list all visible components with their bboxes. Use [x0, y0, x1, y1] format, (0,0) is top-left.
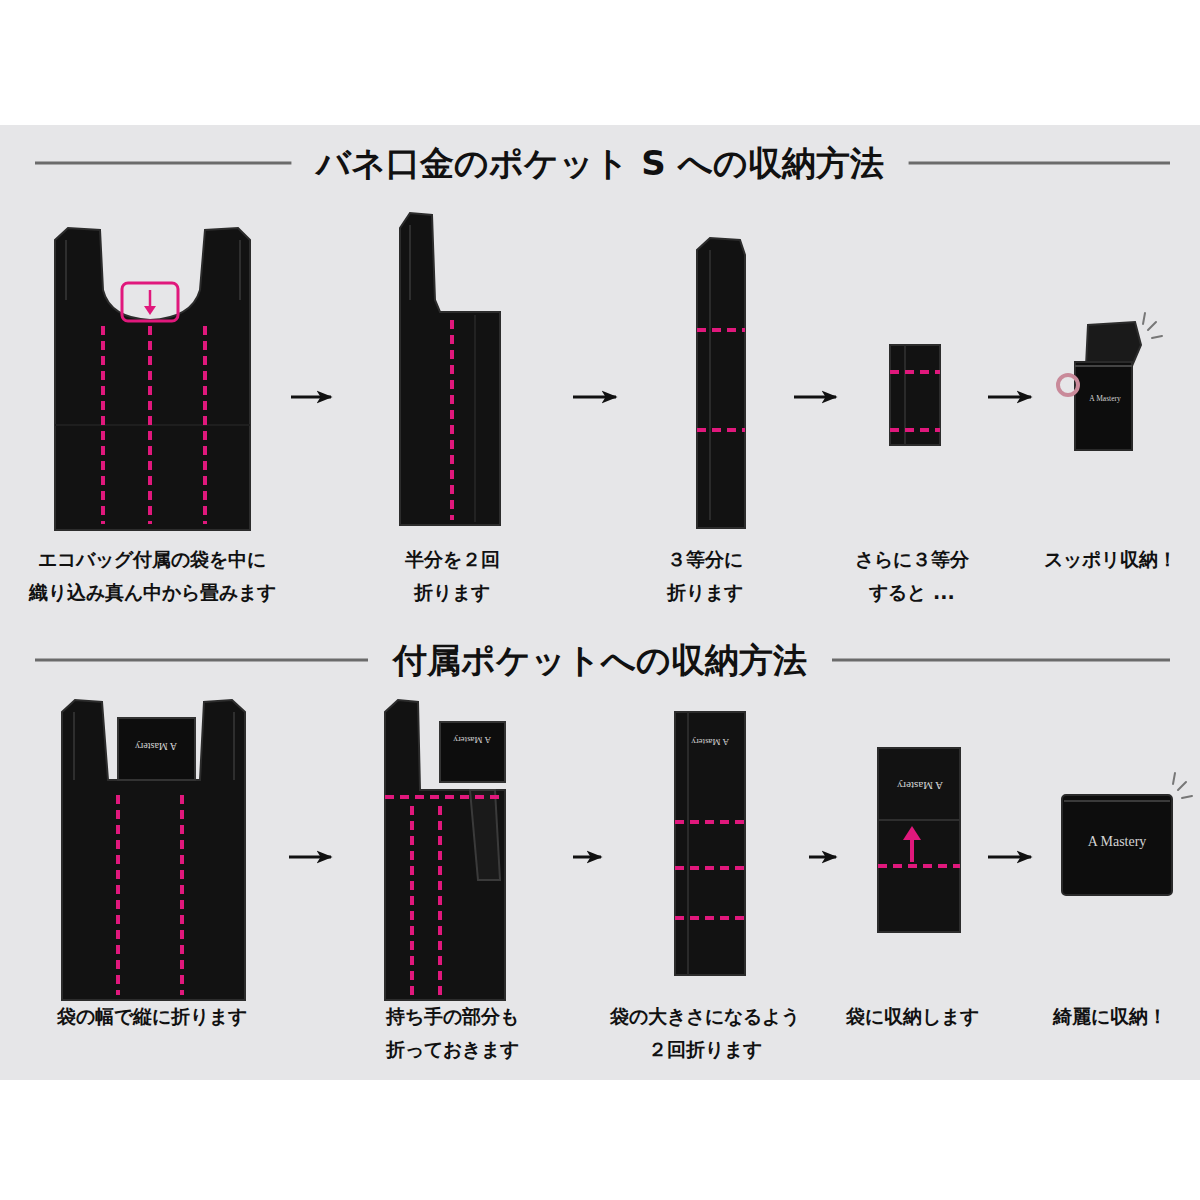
step-panel: 綺麗に収納！ [1035, 692, 1185, 1070]
panel-ground [0, 125, 1200, 1080]
step-caption: 袋に収納します [841, 1000, 984, 1033]
step-arrow [809, 856, 836, 859]
bag-photo [62, 700, 245, 1000]
brand-print: A Mastery [691, 737, 729, 747]
heading-rule [909, 162, 1170, 165]
step-arrow [289, 856, 331, 859]
step-caption: 半分を２回 折ります [400, 543, 505, 609]
pouch-photo [1058, 313, 1162, 450]
step-caption: 袋の幅で縦に折ります [52, 1000, 252, 1033]
step-arrow [573, 856, 601, 859]
step-panel: 袋の大きさになるよう ２回折ります [605, 692, 805, 1070]
bag-photo [890, 345, 940, 445]
brand-print: A Mastery [453, 735, 491, 745]
step-arrow [794, 396, 836, 399]
step-arrow [988, 856, 1031, 859]
step-panel: 袋に収納します [840, 692, 984, 1070]
brand-print: A Mastery [1088, 834, 1147, 850]
section-band: 付属ポケットへの収納方法袋の幅で縦に折ります 持ち手の部分も 折っておきます 袋の大… [0, 632, 1200, 1077]
pouch-photo [1062, 773, 1192, 895]
heading-rule [832, 659, 1170, 662]
step-caption: エコバッグ付属の袋を中に 織り込み真ん中から畳みます [24, 543, 281, 609]
step-arrow [291, 396, 331, 399]
bag-photo [400, 213, 500, 525]
step-caption: ３等分に 折ります [662, 543, 748, 609]
step-panel: ３等分に 折ります [620, 210, 790, 618]
heading-rule [35, 162, 291, 165]
step-caption: 袋の大きさになるよう ２回折ります [605, 1000, 805, 1066]
step-caption: 綺麗に収納！ [1048, 1000, 1172, 1033]
section-heading: バネ口金のポケット S への収納方法 [316, 143, 883, 183]
step-panel: エコバッグ付属の袋を中に 織り込み真ん中から畳みます [17, 210, 287, 618]
step-caption: 持ち手の部分も 折っておきます [381, 1000, 524, 1066]
step-caption: スッポリ収納！ [1039, 543, 1182, 576]
bag-photo [385, 700, 505, 1000]
step-caption: さらに３等分 すると ... [850, 543, 974, 609]
bag-photo [878, 748, 960, 932]
brand-print: A Mastery [897, 780, 943, 792]
brand-print: A Mastery [135, 741, 177, 752]
bag-photo [697, 238, 745, 528]
step-panel: スッポリ収納！ [1035, 210, 1185, 618]
step-arrow [573, 396, 616, 399]
section-heading: 付属ポケットへの収納方法 [393, 640, 807, 680]
section-band: バネ口金のポケット S への収納方法エコバッグ付属の袋を中に 織り込み真ん中から… [0, 128, 1200, 630]
bag-photo [55, 228, 250, 530]
step-panel: 持ち手の部分も 折っておきます [335, 692, 569, 1070]
brand-print: A Mastery [1089, 394, 1120, 403]
heading-rule [35, 659, 368, 662]
step-panel: 半分を２回 折ります [335, 210, 569, 618]
bag-photo [675, 712, 745, 975]
step-arrow [988, 396, 1031, 399]
step-panel: さらに３等分 すると ... [840, 210, 984, 618]
